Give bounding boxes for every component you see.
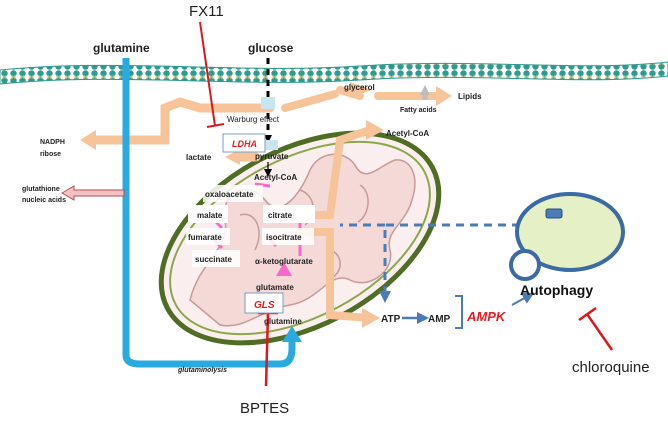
isocitrate-bg <box>262 228 314 245</box>
pyruvate-label: pyruvate <box>255 152 289 161</box>
ribose-label: ribose <box>40 151 61 158</box>
glut-transporter <box>261 97 275 109</box>
succinate-label: succinate <box>195 255 232 264</box>
cell-membrane <box>0 61 668 85</box>
chloroquine-label: chloroquine <box>572 359 650 376</box>
lipids-arrowhead <box>436 86 452 106</box>
autophagy-label: Autophagy <box>520 282 593 298</box>
bptes-label: BPTES <box>240 400 289 417</box>
oxaloacetate-label: oxaloacetate <box>205 190 254 199</box>
pyruvate-carrier <box>258 140 278 150</box>
atp-label: ATP <box>381 314 401 325</box>
glutathione-label: glutathione <box>22 186 60 193</box>
nadph-label: NADPH <box>40 139 65 146</box>
lactate-arrowhead <box>225 149 240 165</box>
ldha-label: LDHA <box>232 139 257 149</box>
oxaloacetate-bg <box>203 185 263 202</box>
glutathione-arrow <box>61 185 125 201</box>
signaling-lines <box>340 223 520 303</box>
lipids-label: Lipids <box>458 92 482 101</box>
glycerol-label: glycerol <box>344 83 375 92</box>
nadph-arrowhead <box>80 130 96 150</box>
ldha-box <box>222 133 266 153</box>
glutamine-in-label: glutamine <box>264 317 302 326</box>
lactate-label: lactate <box>186 153 212 162</box>
glucose-label: glucose <box>248 41 294 55</box>
autophagosome <box>509 192 625 281</box>
atp-arrowhead <box>362 308 380 328</box>
gls-label: GLS <box>254 300 275 311</box>
ampk-label: AMPK <box>466 309 507 324</box>
glycolysis-flux-arrows <box>85 86 444 322</box>
isocitrate-label: isocitrate <box>266 233 302 242</box>
succinate-bg <box>192 250 240 267</box>
citrate-bg <box>263 205 315 223</box>
amp-bracket <box>455 295 463 329</box>
acetylcoa-out-label: Acetyl-CoA <box>386 129 429 138</box>
acetylcoa-arrowhead <box>366 120 384 140</box>
malate-label: malate <box>197 211 223 220</box>
nucleic-acids-label: nucleic acids <box>22 197 66 204</box>
acetylcoa-in-label: Acetyl-CoA <box>254 173 297 182</box>
malate-bg <box>188 205 228 223</box>
glutamine-path <box>122 58 302 368</box>
fumarate-label: fumarate <box>188 233 222 242</box>
glutaminolysis-label: glutaminolysis <box>177 367 227 374</box>
citrate-label: citrate <box>268 211 293 220</box>
fx11-label: FX11 <box>189 3 224 20</box>
warburg-label: Warburg effect <box>227 115 280 124</box>
glutamate-label: glutamate <box>256 283 294 292</box>
fatty-acids-label: Fatty acids <box>400 107 437 114</box>
akg-arrowhead <box>276 262 292 276</box>
glycerol-arrowhead <box>350 82 372 98</box>
fumarate-bg <box>186 228 230 245</box>
ampk-autophagy-arrow <box>511 292 535 306</box>
gls-box <box>244 292 284 314</box>
glutamine-top-label: glutamine <box>93 41 150 55</box>
alpha-kg-label: α-ketoglutarate <box>255 257 313 266</box>
amp-label: AMP <box>428 314 451 325</box>
